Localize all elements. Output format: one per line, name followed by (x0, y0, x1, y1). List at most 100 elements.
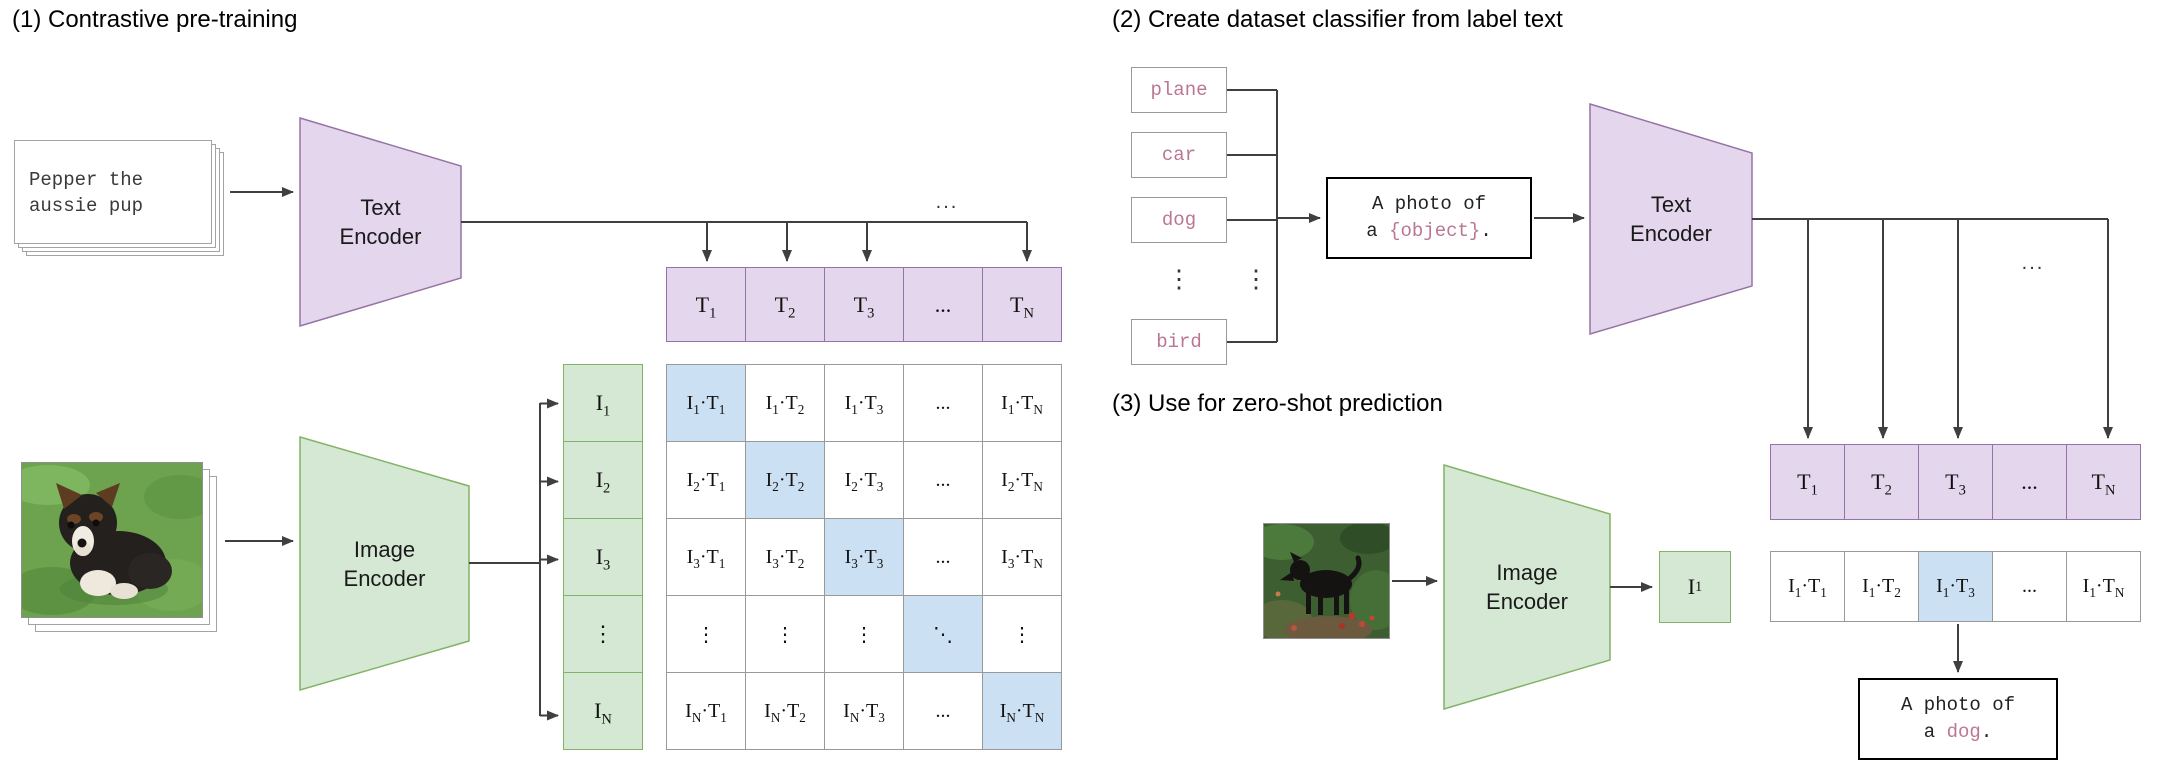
t-cell: ... (903, 267, 983, 342)
prompt-object-placeholder: {object} (1389, 220, 1481, 242)
matrix-cell: ... (903, 672, 983, 750)
matrix-row: I1·T1 I1·T2 I1·T3 ... I1·TN (666, 364, 1062, 442)
section2-title: (2) Create dataset classifier from label… (1112, 6, 1563, 33)
output-line2-prefix: a (1923, 721, 1947, 743)
image-encoder-1-label-line2: Encoder (343, 565, 426, 591)
connector-ellipsis-1: ... (935, 191, 959, 213)
classifier-row-tr: T1 T2 T3 ... TN (1770, 444, 2141, 520)
image-encoder-2-label-line1: Image (1496, 560, 1558, 585)
text-encoder-1-label-line1: Text (360, 195, 401, 220)
result-cell: I1·T2 (1844, 551, 1919, 622)
matrix-cell: ... (903, 441, 983, 519)
matrix-cell: I1·T2 (745, 364, 825, 442)
i-col-row: I1 (563, 364, 643, 442)
t-cell: T3 (1918, 444, 1993, 520)
i-cell: I2 (563, 441, 643, 519)
t-cell: TN (2066, 444, 2141, 520)
matrix-cell-diagonal: IN·TN (982, 672, 1062, 750)
prompt-line-1: A photo of (1371, 193, 1487, 215)
prompt-line2-suffix: . (1480, 220, 1492, 242)
prompt-template-box: A photo of a {object}. (1326, 177, 1532, 259)
image-encoder-2-label: Image Encoder (1444, 465, 1610, 709)
dog-photo-illustration (1264, 524, 1389, 638)
matrix-row: ⋮ ⋮ ⋮ ⋱ ⋮ (666, 595, 1062, 673)
matrix-cell: I2·T1 (666, 441, 746, 519)
result-row-tr: I1·T1 I1·T2 I1·T3 ... I1·TN (1770, 551, 2141, 622)
result-cell: I1·TN (2066, 551, 2141, 622)
classifier-embedding-row: T1 T2 T3 ... TN (1770, 444, 2141, 520)
image-embedding-column: I1 I2 I3 ⋮ IN (563, 364, 643, 750)
image-encoder-1-shape (299, 436, 470, 691)
matrix-cell: ⋮ (666, 595, 746, 673)
text-embedding-row: T1 T2 T3 ... TN (666, 267, 1062, 342)
matrix-row: IN·T1 IN·T2 IN·T3 ... IN·TN (666, 672, 1062, 750)
matrix-cell: ... (903, 364, 983, 442)
text-embedding-row-tr: T1 T2 T3 ... TN (666, 267, 1062, 342)
i-col-row: I2 (563, 441, 643, 519)
output-line-2: a dog. (1924, 719, 1992, 746)
t-cell: ... (1992, 444, 2067, 520)
prompt-line2-prefix: a (1366, 220, 1390, 242)
matrix-cell: I3·T2 (745, 518, 825, 596)
class-bus-vdots: ⋮ (1243, 266, 1269, 293)
class-label-dog: dog (1131, 197, 1227, 243)
image-input-photo (21, 462, 203, 618)
text-encoder-1-label: Text Encoder (300, 118, 461, 326)
i-cell: IN (563, 672, 643, 750)
text-encoder-2-label: Text Encoder (1590, 104, 1752, 334)
result-cell: ... (1992, 551, 2067, 622)
image-encoder-1-label: Image Encoder (300, 437, 469, 690)
puppy-photo-illustration (22, 463, 202, 617)
matrix-cell: ... (903, 518, 983, 596)
matrix-row: I2·T1 I2·T2 I2·T3 ... I2·TN (666, 441, 1062, 519)
t-cell: T3 (824, 267, 904, 342)
output-line2-suffix: . (1980, 721, 1993, 743)
image-encoder-1-label-line1: Image (353, 536, 416, 562)
matrix-cell: I2·T3 (824, 441, 904, 519)
class-label-car: car (1131, 132, 1227, 178)
prompt-line-2: a {object}. (1366, 218, 1491, 245)
matrix-cell-diagonal: I1·T1 (666, 364, 746, 442)
i-cell: ⋮ (563, 595, 643, 673)
similarity-matrix: I1·T1 I1·T2 I1·T3 ... I1·TN I2·T1 I2·T2 … (666, 364, 1062, 750)
zero-shot-result-row: I1·T1 I1·T2 I1·T3 ... I1·TN (1770, 551, 2141, 622)
class-label-bird: bird (1131, 319, 1227, 365)
i-cell: I3 (563, 518, 643, 596)
matrix-cell-diagonal: ⋱ (903, 595, 983, 673)
matrix-cell: IN·T3 (824, 672, 904, 750)
text-input-card: Pepper the aussie pup (14, 140, 212, 244)
matrix-cell-diagonal: I2·T2 (745, 441, 825, 519)
result-cell: I1·T1 (1770, 551, 1845, 622)
output-line-1: A photo of (1900, 694, 2016, 716)
output-predicted-class: dog (1946, 721, 1981, 743)
matrix-cell: ⋮ (824, 595, 904, 673)
section3-title: (3) Use for zero-shot prediction (1112, 390, 1443, 417)
i-col-row: ⋮ (563, 595, 643, 673)
text-input-line-1: Pepper the (29, 169, 144, 191)
text-input-line-2: aussie pup (29, 195, 144, 217)
matrix-cell: I3·TN (982, 518, 1062, 596)
class-label-bus-lines (1227, 89, 1278, 343)
matrix-cell: I2·TN (982, 441, 1062, 519)
i-col-row: IN (563, 672, 643, 750)
t-cell: TN (982, 267, 1062, 342)
matrix-cell: I1·T3 (824, 364, 904, 442)
matrix-cell: IN·T1 (666, 672, 746, 750)
matrix-cell-diagonal: I3·T3 (824, 518, 904, 596)
t-cell: T1 (666, 267, 746, 342)
text-encoder-2-label-line2: Encoder (1630, 221, 1712, 246)
result-cell-best-match: I1·T3 (1918, 551, 1993, 622)
section1-title: (1) Contrastive pre-training (12, 6, 298, 33)
t-cell: T1 (1770, 444, 1845, 520)
connector-ellipsis-2: ... (2021, 252, 2045, 274)
text-encoder-2-shape (1589, 102, 1753, 336)
class-label-plane: plane (1131, 67, 1227, 113)
prediction-output-box: A photo of a dog. (1858, 678, 2058, 760)
text-input-text: Pepper the aussie pup (15, 141, 211, 219)
text-encoder-2-label-line1: Text (1650, 192, 1692, 217)
matrix-row: I3·T1 I3·T2 I3·T3 ... I3·TN (666, 518, 1062, 596)
i-col-row: I3 (563, 518, 643, 596)
text-encoder-1-shape (299, 116, 462, 328)
